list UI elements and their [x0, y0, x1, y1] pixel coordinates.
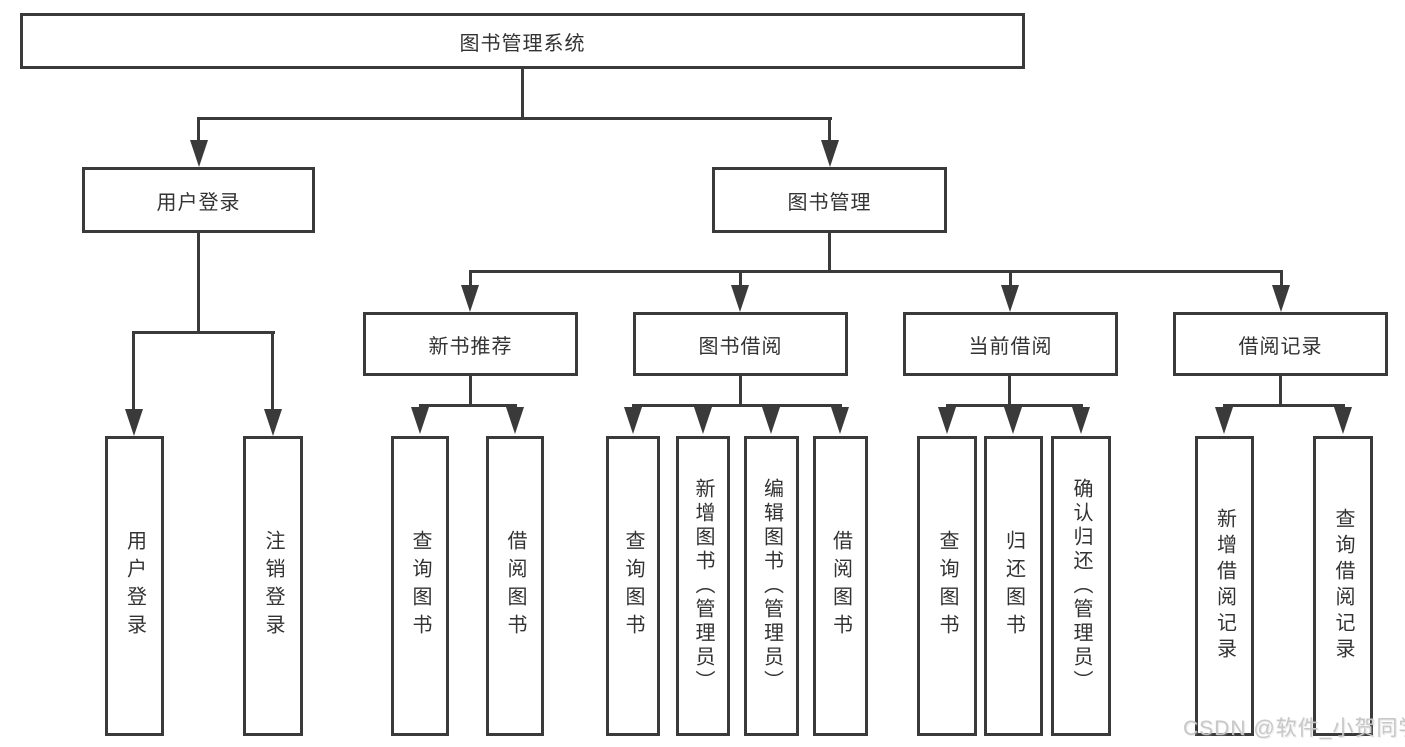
- connector-stem: [828, 233, 831, 273]
- connector-rail-borrowing-records: [1223, 404, 1345, 407]
- arrow-down-icon: [190, 140, 208, 167]
- arrow-down-icon: [506, 407, 524, 434]
- connector-rail-new-book: [419, 404, 517, 407]
- arrow-down-icon: [1001, 285, 1019, 312]
- arrow-down-icon: [1334, 407, 1352, 434]
- csdn-watermark: CSDN @软件_小贺同学: [1183, 717, 1405, 740]
- leaf-borrow-books: 借阅图书: [813, 436, 868, 736]
- arrow-down-icon: [1272, 285, 1290, 312]
- connector-rail-book-management: [469, 270, 1283, 273]
- node-new-book-recommend: 新书推荐: [363, 312, 578, 376]
- leaf-query-books: 查询图书: [391, 436, 449, 736]
- arrow-down-icon: [461, 285, 479, 312]
- leaf-borrow-books: 借阅图书: [486, 436, 544, 736]
- connector-rail-user-login: [132, 331, 275, 334]
- arrow-down-icon: [1215, 407, 1233, 434]
- arrow-down-icon: [694, 407, 712, 434]
- node-current-borrowing: 当前借阅: [903, 312, 1118, 376]
- connector-root-trunk: [521, 68, 524, 120]
- leaf-confirm-return-admin: 确认归还（管理员）: [1051, 436, 1111, 736]
- arrow-down-icon: [264, 409, 282, 436]
- leaf-edit-books-admin: 编辑图书（管理员）: [744, 436, 799, 736]
- arrow-down-icon: [731, 285, 749, 312]
- connector-stem: [1279, 375, 1282, 407]
- arrow-down-icon: [762, 407, 780, 434]
- node-library-management-system: 图书管理系统: [20, 13, 1025, 69]
- node-user-login-branch: 用户登录: [82, 167, 315, 233]
- leaf-query-books: 查询图书: [917, 436, 977, 736]
- connector-stem: [469, 270, 472, 286]
- arrow-down-icon: [1072, 407, 1090, 434]
- arrow-down-icon: [411, 407, 429, 434]
- leaf-add-borrow-record: 新增借阅记录: [1195, 436, 1254, 736]
- connector-stem: [1009, 270, 1012, 286]
- node-book-management-branch: 图书管理: [712, 167, 947, 233]
- leaf-return-books: 归还图书: [984, 436, 1043, 736]
- connector-stem: [197, 233, 200, 334]
- connector-stem: [271, 331, 274, 411]
- connector-stem: [469, 375, 472, 407]
- leaf-add-books-admin: 新增图书（管理员）: [676, 436, 730, 736]
- arrow-down-icon: [821, 140, 839, 167]
- connector-stem: [739, 270, 742, 286]
- connector-stem: [828, 117, 831, 143]
- arrow-down-icon: [1004, 407, 1022, 434]
- connector-stem: [739, 375, 742, 407]
- arrow-down-icon: [831, 407, 849, 434]
- connector-stem: [1280, 270, 1283, 286]
- leaf-logout: 注销登录: [243, 436, 303, 736]
- leaf-user-login: 用户登录: [105, 436, 164, 736]
- leaf-query-books: 查询图书: [606, 436, 660, 736]
- leaf-query-borrow-record: 查询借阅记录: [1313, 436, 1373, 736]
- node-borrowing-records: 借阅记录: [1173, 312, 1388, 376]
- node-book-borrowing: 图书借阅: [633, 312, 848, 376]
- connector-stem: [132, 331, 135, 411]
- connector-rail-book-borrowing: [632, 404, 842, 407]
- arrow-down-icon: [624, 407, 642, 434]
- connector-rail-level1: [197, 117, 832, 120]
- arrow-down-icon: [125, 409, 143, 436]
- connector-stem: [1008, 375, 1011, 407]
- connector-stem: [197, 117, 200, 143]
- arrow-down-icon: [938, 407, 956, 434]
- connector-rail-current-borrowing: [946, 404, 1083, 407]
